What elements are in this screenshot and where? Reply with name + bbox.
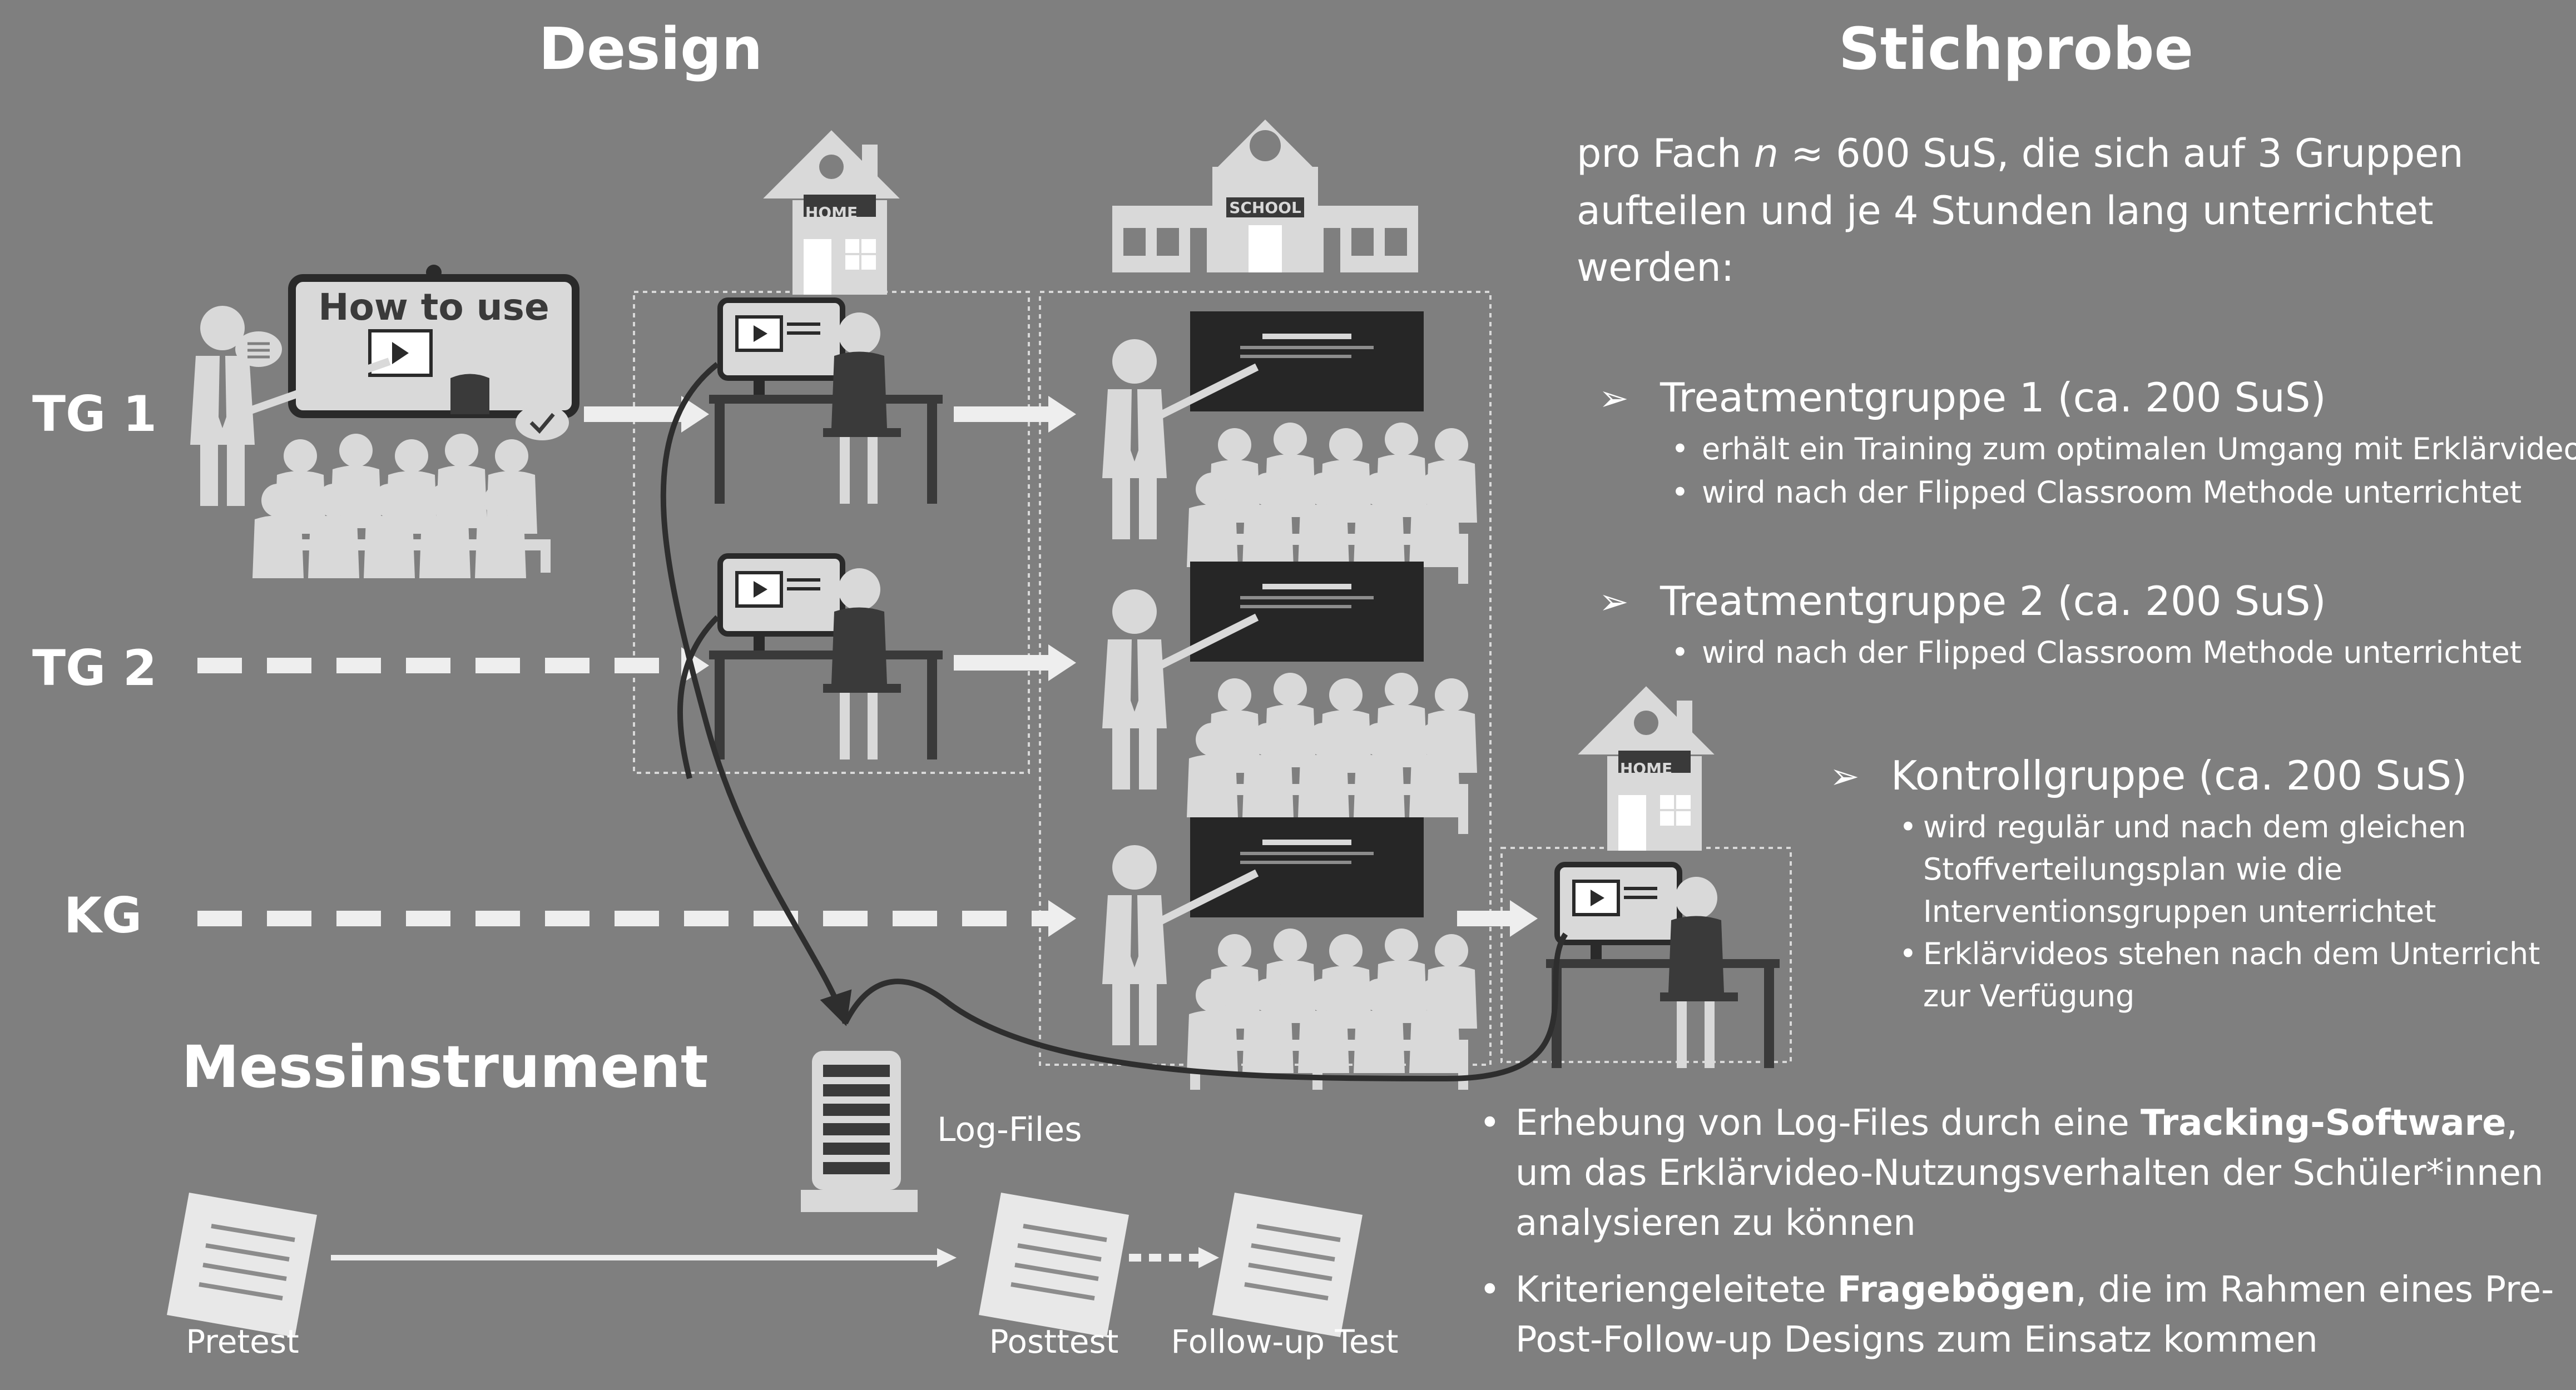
school-icon: SCHOOL [1112,120,1418,272]
bullet-dot: • [1479,1103,1500,1144]
school-box [1039,291,1492,1066]
server-icon [801,1051,918,1212]
classroom-tg2 [1102,562,1477,834]
home-icon: HOME [759,128,904,295]
desk-tg1 [709,300,943,504]
instrument-bullet-2-c: , die im Rahmen eines Pre-Post-Follow-up… [1515,1269,2554,1361]
group-label-tg2: TG 2 [32,639,157,697]
tg1-bullet-2-text: wird nach der Flipped Classroom Methode … [1702,475,2521,510]
flow-arrows [197,396,1538,937]
kg-bullet-2-line1: Erklärvideos stehen nach dem Unterricht [1923,936,2540,971]
group-label-tg1: TG 1 [32,385,157,443]
sample-intro-line1: pro Fach n ≈ 600 SuS, die sich auf 3 Gru… [1577,131,2464,176]
school-label: SCHOOL [1229,198,1301,217]
tg2-title: Treatmentgruppe 2 (ca. 200 SuS) [1659,578,2326,624]
bullet-dot: • [1479,1269,1500,1310]
instrument-bullet-1: • Erhebung von Log-Files durch eine Trac… [1479,1098,2576,1248]
posttest-label: Posttest [989,1323,1119,1361]
kg-bullet-1-line3: Interventionsgruppen unterrichtet [1923,894,2436,929]
classroom-kg [1102,817,1477,1090]
kg-bullet-1-line1: wird regulär und nach dem gleichen [1923,810,2466,845]
design-title: Design [539,15,763,83]
tg1-bullet-2: • [1671,475,1689,510]
training-screen-text: How to use [318,286,549,329]
instrument-bullet-2: • Kriteriengeleitete Fragebögen, die im … [1479,1265,2576,1365]
kg-bullet-1-line2: Stoffverteilungsplan wie die [1923,852,2342,887]
instrument-bullet-1-b: Tracking-Software [2141,1103,2506,1144]
desk-kg [1546,865,1780,1068]
sample-title: Stichprobe [1839,15,2193,83]
pretest-doc-icon [167,1193,317,1337]
test-arrows [331,1247,1219,1268]
log-files-label: Log-Files [937,1110,1082,1149]
arrow-bullet-icon: ➢ [1599,378,1629,419]
tg1-title: Treatmentgruppe 1 (ca. 200 SuS) [1659,374,2326,421]
kg-bullet-2-line2: zur Verfügung [1923,979,2134,1014]
tg2-bullet-1: • [1671,635,1689,670]
pretest-label: Pretest [186,1323,299,1361]
instrument-bullet-2-a: Kriteriengeleitete [1515,1269,1837,1310]
desk-tg2 [709,556,943,759]
posttest-doc-icon [979,1193,1129,1337]
instrument-bullet-1-c: , um das Erklärvideo-Nutzungsverhalten d… [1515,1103,2544,1244]
instrument-bullet-2-b: Fragebögen [1837,1269,2075,1310]
kg-bullet-1: • [1899,810,1917,845]
followup-doc-icon [1212,1193,1363,1337]
kg-bullet-2: • [1899,936,1917,971]
sample-intro-line2: aufteilen und je 4 Stunden lang unterric… [1577,188,2434,234]
sample-intro-line3: werden: [1577,245,1734,290]
instrument-title: Messinstrument [181,1033,708,1101]
training-illustration: How to use [190,265,579,578]
classroom-tg1 [1102,311,1477,584]
arrow-bullet-icon: ➢ [1599,582,1629,623]
tracking-curves [660,362,1568,1082]
kg-title: Kontrollgruppe (ca. 200 SuS) [1891,752,2467,799]
home-label-kg: HOME [1620,759,1672,778]
home-label: HOME [805,203,858,222]
tg1-bullet-1: • [1671,431,1689,466]
followup-label: Follow-up Test [1171,1323,1398,1361]
instrument-bullet-1-a: Erhebung von Log-Files durch eine [1515,1103,2141,1144]
tg1-bullet-1-text: erhält ein Training zum optimalen Umgang… [1702,431,2576,466]
group-label-kg: KG [64,887,142,944]
home-icon-kg: HOME [1574,684,1718,851]
tg2-bullet-1-text: wird nach der Flipped Classroom Methode … [1702,635,2521,670]
arrow-bullet-icon: ➢ [1830,756,1860,797]
